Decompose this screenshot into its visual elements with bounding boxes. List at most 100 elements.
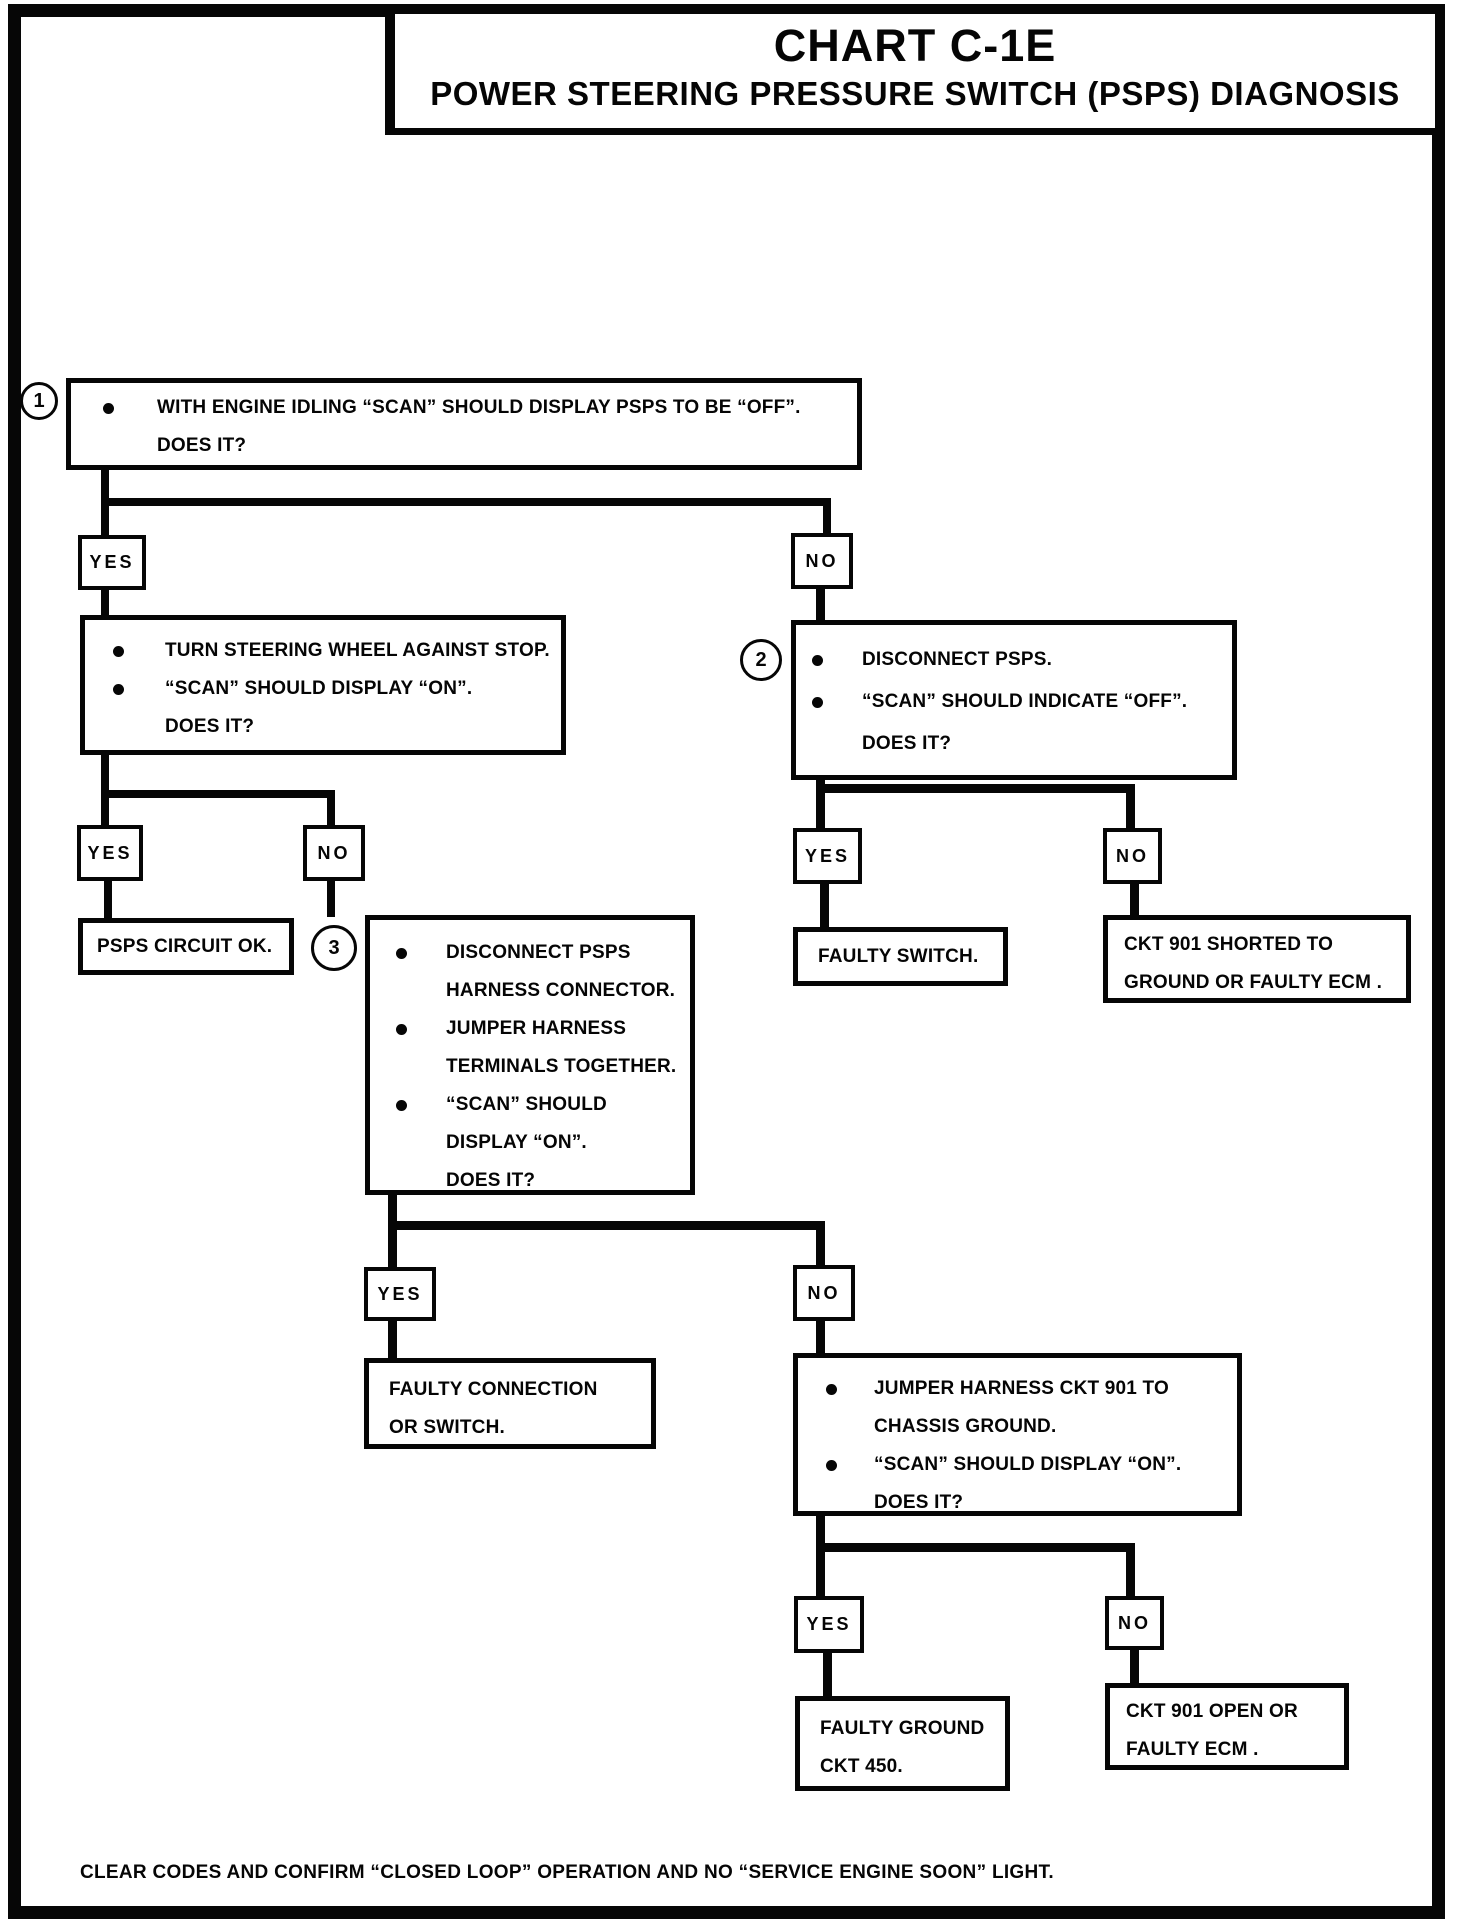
connector-line (823, 498, 831, 535)
node-text: FAULTY CONNECTION (389, 1379, 598, 1400)
node-line: DOES IT? (85, 708, 561, 746)
node-text: “SCAN” SHOULD DISPLAY “ON”. (165, 678, 473, 699)
connector-line (101, 790, 335, 798)
connector-line (104, 879, 112, 920)
node-line: GROUND OR FAULTY ECM . (1124, 964, 1406, 1002)
node-line: “SCAN” SHOULD DISPLAY “ON”. (798, 1446, 1237, 1484)
node-ckt901-shorted: CKT 901 SHORTED TO GROUND OR FAULTY ECM … (1103, 915, 1411, 1003)
step-badge-3: 3 (311, 925, 357, 971)
connector-line (101, 498, 831, 506)
node-line: CKT 450. (820, 1748, 1005, 1786)
connector-line (327, 790, 335, 827)
page-border-frame (8, 4, 1445, 1919)
bullet-icon (396, 1024, 407, 1035)
node-text: “SCAN” SHOULD (446, 1094, 607, 1115)
connector-line (101, 588, 109, 617)
node-text: CKT 901 SHORTED TO (1124, 934, 1334, 955)
node-line: CKT 901 OPEN OR (1126, 1693, 1344, 1731)
node-line: FAULTY GROUND (820, 1710, 1005, 1748)
connector-line (820, 882, 829, 929)
node-line: DISCONNECT PSPS (370, 934, 690, 972)
node-line: CKT 901 SHORTED TO (1124, 926, 1406, 964)
node-line: JUMPER HARNESS CKT 901 TO (798, 1370, 1237, 1408)
node-text: JUMPER HARNESS (446, 1018, 627, 1039)
node-text: JUMPER HARNESS CKT 901 TO (874, 1378, 1169, 1399)
node-text: OR SWITCH. (389, 1417, 505, 1438)
connector-line (1130, 882, 1139, 917)
branch-no-3: NO (1103, 828, 1162, 884)
step-badge-2-number: 2 (755, 648, 767, 671)
connector-line (1130, 1648, 1139, 1685)
branch-no-2: NO (303, 825, 365, 881)
branch-no-4: NO (793, 1265, 855, 1321)
node-text: TURN STEERING WHEEL AGAINST STOP. (165, 640, 550, 661)
node-ckt901-open: CKT 901 OPEN OR FAULTY ECM . (1105, 1683, 1349, 1770)
footer-note: CLEAR CODES AND CONFIRM “CLOSED LOOP” OP… (80, 1862, 1054, 1883)
bullet-icon (812, 697, 823, 708)
bullet-icon (826, 1460, 837, 1471)
node-line: “SCAN” SHOULD (370, 1086, 690, 1124)
yes-label: YES (89, 552, 135, 572)
node-text: CKT 450. (820, 1756, 903, 1777)
node-text: FAULTY SWITCH. (818, 946, 979, 967)
branch-no-1: NO (791, 533, 853, 589)
connector-line (816, 1514, 825, 1598)
node-line: WITH ENGINE IDLING “SCAN” SHOULD DISPLAY… (71, 389, 857, 427)
node-text: DOES IT? (446, 1170, 536, 1191)
yes-label: YES (377, 1283, 423, 1304)
node-line: OR SWITCH. (389, 1409, 651, 1447)
node-jumper-terminals-check: DISCONNECT PSPS HARNESS CONNECTOR. JUMPE… (365, 915, 695, 1195)
node-jumper-ckt901-check: JUMPER HARNESS CKT 901 TO CHASSIS GROUND… (793, 1353, 1242, 1516)
node-line: JUMPER HARNESS (370, 1010, 690, 1048)
node-line: FAULTY ECM . (1126, 1731, 1344, 1769)
chart-title: CHART C-1E (773, 20, 1057, 71)
node-line: CHASSIS GROUND. (798, 1408, 1237, 1446)
yes-label: YES (806, 1614, 852, 1634)
node-line: DOES IT? (798, 1484, 1237, 1522)
no-label: NO (1118, 1612, 1151, 1633)
node-text: DISPLAY “ON”. (446, 1132, 587, 1153)
node-text: PSPS CIRCUIT OK. (97, 936, 273, 957)
node-line: FAULTY CONNECTION (389, 1371, 651, 1409)
step-badge-3-number: 3 (328, 936, 340, 959)
node-text: FAULTY GROUND (820, 1718, 985, 1739)
branch-no-5: NO (1105, 1596, 1164, 1650)
connector-line (823, 1651, 832, 1698)
node-line: “SCAN” SHOULD DISPLAY “ON”. (85, 670, 561, 708)
connector-line (1126, 784, 1135, 830)
connector-line (816, 587, 825, 622)
bullet-icon (396, 948, 407, 959)
bullet-icon (812, 655, 823, 666)
step-badge-2: 2 (740, 639, 782, 681)
node-text: DISCONNECT PSPS. (862, 649, 1053, 670)
connector-line (816, 1543, 1135, 1552)
node-text: “SCAN” SHOULD INDICATE “OFF”. (862, 691, 1188, 712)
connector-line (816, 778, 825, 830)
no-label: NO (805, 550, 839, 571)
node-engine-idling-check: WITH ENGINE IDLING “SCAN” SHOULD DISPLAY… (66, 378, 862, 470)
bullet-icon (396, 1100, 407, 1111)
node-text: DISCONNECT PSPS (446, 942, 631, 963)
no-label: NO (1116, 845, 1149, 866)
node-line: TERMINALS TOGETHER. (370, 1048, 690, 1086)
node-faulty-ground: FAULTY GROUND CKT 450. (795, 1696, 1010, 1791)
node-text: FAULTY ECM . (1126, 1739, 1259, 1760)
no-label: NO (807, 1282, 841, 1303)
node-disconnect-psps-check: DISCONNECT PSPS. “SCAN” SHOULD INDICATE … (791, 620, 1237, 780)
bullet-icon (103, 403, 114, 414)
yes-label: YES (87, 842, 133, 863)
node-text: DOES IT? (874, 1492, 964, 1513)
node-line: HARNESS CONNECTOR. (370, 972, 690, 1010)
node-line: TURN STEERING WHEEL AGAINST STOP. (85, 632, 561, 670)
node-psps-circuit-ok: PSPS CIRCUIT OK. (78, 918, 294, 975)
node-faulty-switch: FAULTY SWITCH. (793, 927, 1008, 986)
connector-line (327, 879, 335, 917)
yes-label: YES (804, 845, 851, 866)
title-box: CHART C-1E POWER STEERING PRESSURE SWITC… (385, 4, 1445, 135)
node-text: TERMINALS TOGETHER. (446, 1056, 677, 1077)
branch-yes-3: YES (793, 828, 862, 884)
connector-line (388, 1319, 397, 1360)
node-text: DOES IT? (862, 733, 952, 754)
step-badge-1: 1 (20, 382, 58, 420)
